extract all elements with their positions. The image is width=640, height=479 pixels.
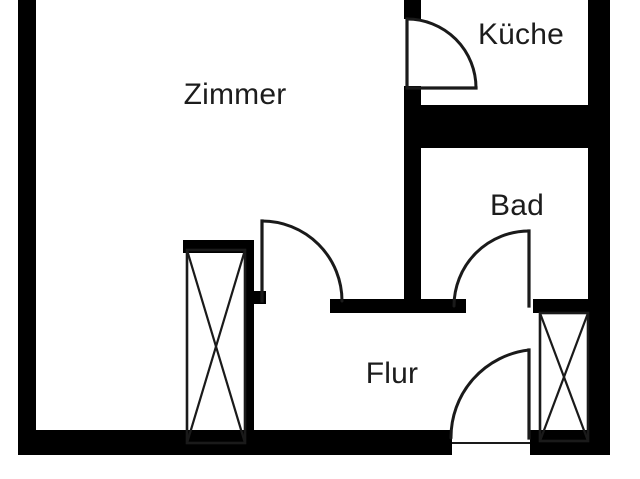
room-label-zimmer: Zimmer bbox=[184, 78, 287, 111]
walls-group bbox=[18, 0, 610, 455]
window-right-cross-b bbox=[538, 312, 590, 442]
room-label-kueche: Küche bbox=[478, 18, 564, 51]
window-right-frame bbox=[538, 311, 590, 443]
exterior-wall-left bbox=[18, 0, 36, 455]
bathroom-door bbox=[452, 229, 531, 308]
interior-wall-closet-right bbox=[245, 240, 254, 443]
window-left bbox=[185, 248, 247, 445]
window-right bbox=[538, 311, 590, 443]
window-left-cross-b bbox=[185, 249, 247, 444]
entrance-door-swing-arc bbox=[449, 348, 531, 440]
kitchen-door bbox=[405, 17, 478, 90]
windows-group bbox=[185, 248, 590, 445]
bathroom-door-swing-arc bbox=[452, 229, 531, 308]
interior-wall-kitchen-bath-divider bbox=[404, 105, 592, 148]
interior-wall-door-jamb-stub bbox=[253, 291, 266, 304]
window-left-frame bbox=[185, 248, 247, 445]
doors-group bbox=[260, 17, 531, 440]
room-label-bad: Bad bbox=[490, 189, 544, 222]
interior-wall-flur-top bbox=[330, 299, 466, 313]
room-label-flur: Flur bbox=[366, 357, 418, 390]
living-room-door-swing-arc bbox=[260, 219, 344, 303]
room-labels-group: Zimmer Küche Bad Flur bbox=[184, 18, 564, 390]
interior-wall-bath-bottom-right bbox=[533, 299, 592, 313]
entrance-door bbox=[449, 348, 531, 440]
interior-wall-bath-flur-vertical bbox=[404, 145, 421, 313]
kitchen-door-swing-arc bbox=[405, 17, 478, 90]
exterior-wall-right bbox=[588, 0, 610, 455]
interior-wall-kitchen-vertical-top bbox=[404, 0, 421, 19]
living-room-door bbox=[260, 219, 344, 303]
